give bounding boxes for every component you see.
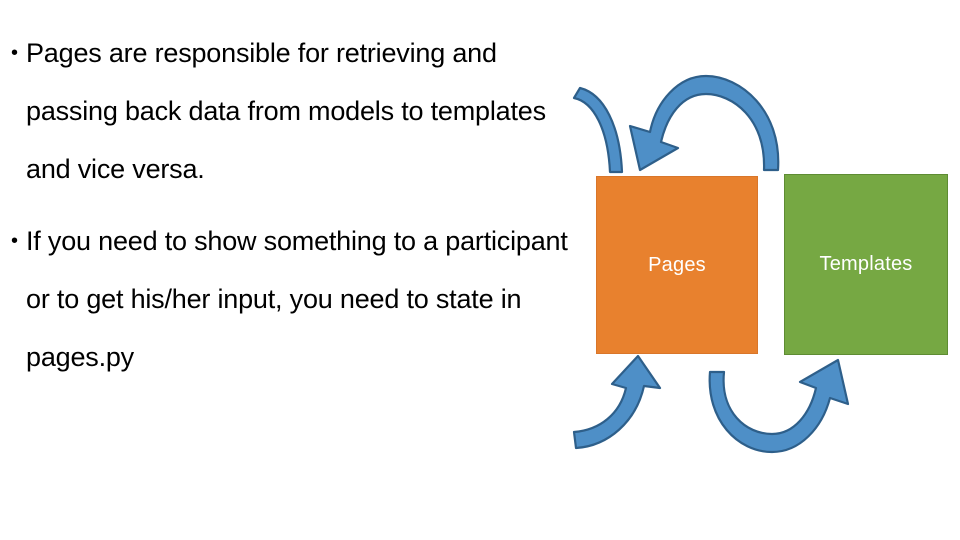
bullet-marker-icon: • [11, 230, 18, 252]
top-arc-arrow-icon [628, 74, 780, 172]
bullet-item: • Pages are responsible for retrieving a… [0, 24, 580, 198]
diagram-node-templates-label: Templates [819, 253, 913, 275]
diagram-node-templates[interactable]: Templates [784, 174, 948, 355]
bullet-marker-icon: • [11, 42, 18, 64]
diagram-arrows-svg [572, 74, 850, 454]
top-left-arc-icon [572, 86, 624, 174]
diagram-node-pages-label: Pages [648, 253, 706, 276]
bullet-text: If you need to show something to a parti… [26, 226, 568, 372]
bottom-left-arc-arrow-icon [572, 354, 662, 450]
bottom-arc-arrow-icon [708, 358, 850, 454]
diagram-node-pages[interactable]: Pages [596, 176, 758, 354]
bullet-text: Pages are responsible for retrieving and… [26, 38, 546, 184]
slide-body-text: • Pages are responsible for retrieving a… [0, 24, 580, 400]
cycle-diagram: Pages Templates [560, 60, 960, 460]
bullet-item: • If you need to show something to a par… [0, 212, 580, 386]
